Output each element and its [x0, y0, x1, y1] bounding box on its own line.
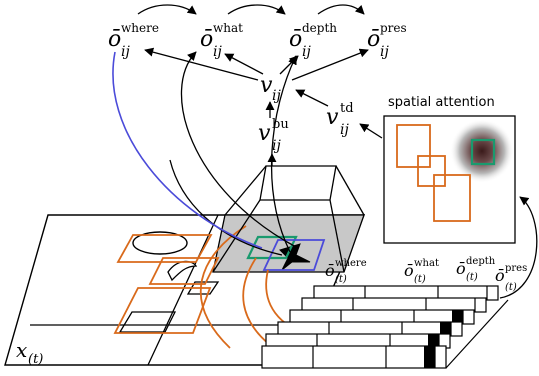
stack-pres-sup: pres	[505, 263, 527, 274]
encoder-edge-2	[335, 165, 365, 216]
v-td-label: v td ij	[326, 101, 354, 138]
v-bu-base: v	[258, 121, 271, 146]
input-label: x (t)	[16, 338, 43, 367]
v-ij-base: v	[260, 73, 273, 98]
output-pres-label: ō pres ij	[367, 21, 407, 60]
attention-box-orange-3	[433, 174, 471, 222]
attention-box-green	[470, 138, 496, 166]
input-grid-col	[147, 214, 219, 366]
v-bu-label: v bu ij	[258, 117, 289, 154]
output-depth-label: ō depth ij	[289, 21, 337, 60]
input-base: x	[16, 338, 27, 362]
arrow-stack-to-attention	[499, 196, 538, 299]
output-what-label: ō what ij	[200, 21, 243, 60]
stack-where-base: ō	[325, 261, 335, 280]
attention-title: spatial attention	[388, 95, 495, 110]
chain-arrow-what-depth	[227, 4, 286, 15]
image-box-blue	[262, 239, 326, 271]
image-box-orange-1	[116, 234, 213, 263]
stack-depth-sup: depth	[466, 256, 496, 267]
object-small-rect	[186, 281, 220, 295]
stack-what-label: ō what (t)	[404, 258, 439, 285]
output-where-sub: ij	[121, 44, 130, 60]
stack-side-edge	[445, 299, 509, 369]
output-what-sub: ij	[213, 44, 222, 60]
output-what-base: ō	[200, 27, 213, 52]
arrow-v-to-pres	[291, 48, 369, 81]
object-glyph-1	[167, 260, 198, 282]
stack-depth-sub: (t)	[466, 272, 478, 283]
curve-where-blue	[112, 51, 263, 249]
stack-pres-base: ō	[495, 266, 505, 285]
output-pres-sub: ij	[380, 44, 389, 60]
arrow-v-to-what	[224, 53, 264, 75]
output-depth-sub: ij	[302, 44, 311, 60]
object-glyph-2	[279, 243, 311, 271]
stack-where-sub: (t)	[335, 274, 347, 285]
v-bu-sub: ij	[272, 138, 281, 154]
v-bu-sup: bu	[272, 117, 289, 132]
stack-depth-base: ō	[456, 259, 466, 278]
v-ij-label: v ij	[260, 73, 281, 104]
output-depth-base: ō	[289, 27, 302, 52]
stack-what-sub: (t)	[414, 274, 426, 285]
image-box-orange-3	[113, 287, 212, 334]
curve-cell-to-depth	[271, 55, 297, 253]
feedback-curve-2	[242, 257, 271, 346]
input-sub: (t)	[28, 352, 43, 367]
v-td-sup: td	[340, 101, 354, 116]
attention-box-orange-2	[417, 155, 446, 187]
curve-cell-to-what	[180, 51, 297, 248]
output-where-label: ō where ij	[108, 21, 159, 60]
output-stack	[261, 285, 509, 369]
stack-what-base: ō	[404, 261, 414, 280]
v-ij-sub: ij	[272, 88, 281, 104]
output-depth-sup: depth	[302, 21, 337, 35]
output-what-sup: what	[213, 21, 243, 35]
image-box-orange-2	[148, 257, 220, 285]
encoder-edge-3	[212, 199, 261, 273]
v-td-sub: ij	[340, 122, 349, 138]
output-where-base: ō	[108, 27, 121, 52]
output-pres-sup: pres	[380, 21, 407, 35]
stack-where-sup: where	[335, 258, 367, 269]
chain-arrow-where-what	[137, 4, 197, 15]
object-ellipse	[132, 231, 188, 255]
v-td-base: v	[326, 105, 339, 130]
chain-arrow-depth-pres	[317, 4, 365, 15]
stack-pres-sub: (t)	[505, 282, 517, 293]
stack-layer-0	[261, 345, 447, 369]
arrow-attention-to-td	[359, 123, 383, 139]
feedback-curve-1	[199, 225, 247, 349]
encoder-edge-4	[329, 199, 345, 273]
arrow-td-to-v	[295, 89, 329, 107]
output-pres-base: ō	[367, 27, 380, 52]
encoder-edge-1	[224, 165, 267, 216]
curve-cell-feedback	[169, 159, 283, 256]
output-where-sup: where	[121, 21, 159, 35]
object-rect	[118, 311, 177, 333]
stack-what-sup: what	[414, 258, 439, 269]
stack-depth-label: ō depth (t)	[456, 256, 496, 283]
stack-layer-3	[289, 309, 475, 325]
stack-pres-label: ō pres (t)	[495, 263, 527, 293]
arrow-v-to-where	[144, 47, 259, 81]
attention-heat	[450, 119, 514, 183]
attention-box-orange-1	[396, 124, 431, 168]
stack-where-label: ō where (t)	[325, 258, 367, 285]
